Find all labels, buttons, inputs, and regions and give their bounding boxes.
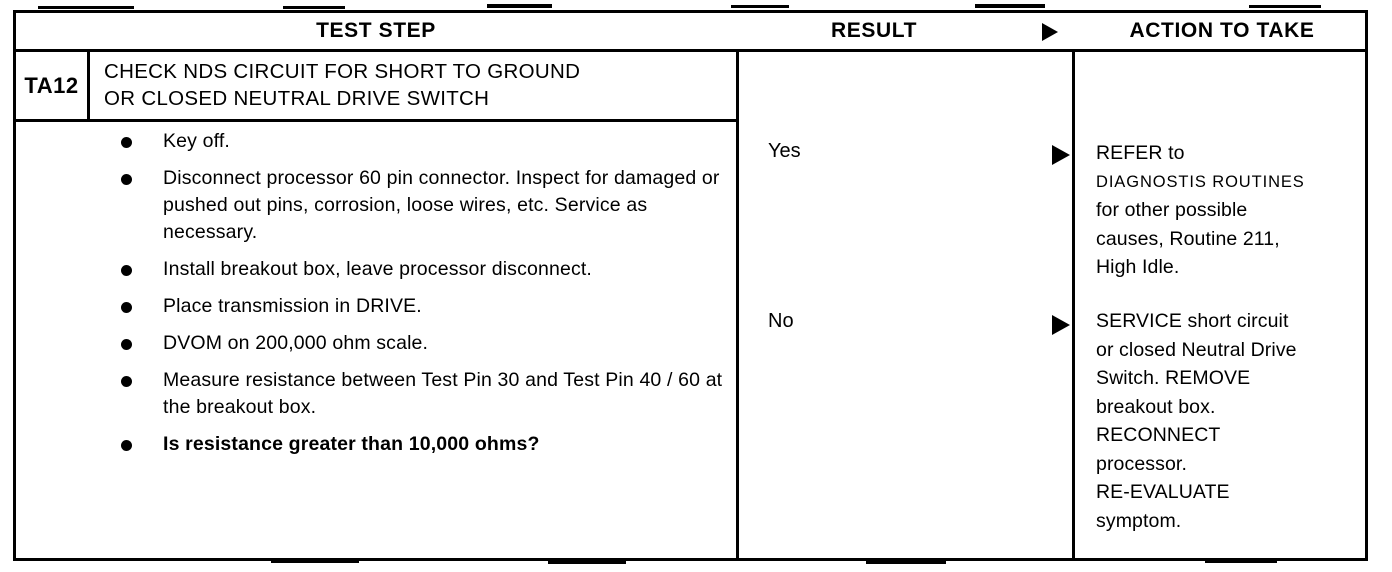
bullet-icon bbox=[121, 440, 132, 451]
list-item-text: Place transmission in DRIVE. bbox=[163, 295, 422, 317]
list-item-text: Measure resistance between Test Pin 30 a… bbox=[163, 369, 723, 418]
step-id-badge: TA12 bbox=[16, 52, 90, 119]
list-item-text: DVOM on 200,000 ohm scale. bbox=[163, 332, 429, 354]
bullet-icon bbox=[121, 376, 132, 387]
list-item: Disconnect processor 60 pin connector. I… bbox=[16, 165, 736, 246]
action-line: processor. bbox=[1096, 452, 1187, 475]
action-line: causes, Routine 211, bbox=[1096, 227, 1280, 250]
bullet-icon bbox=[121, 265, 132, 276]
list-item: Measure resistance between Test Pin 30 a… bbox=[16, 367, 736, 421]
action-line: High Idle. bbox=[1096, 256, 1180, 278]
action-row-yes: REFER to DIAGNOSTIS ROUTINES for other p… bbox=[1096, 139, 1374, 282]
column-header-action-to-take: ACTION TO TAKE bbox=[1129, 19, 1315, 42]
list-item-question: Is resistance greater than 10,000 ohms? bbox=[16, 431, 736, 458]
scan-artifact bbox=[271, 559, 359, 563]
list-item: DVOM on 200,000 ohm scale. bbox=[16, 330, 736, 357]
bullet-icon bbox=[121, 339, 132, 350]
action-line: RE-EVALUATE bbox=[1096, 481, 1230, 503]
action-line: SERVICE short circuit bbox=[1096, 310, 1289, 332]
test-step-title: CHECK NDS CIRCUIT FOR SHORT TO GROUND OR… bbox=[104, 58, 724, 112]
test-step-title-line-1: CHECK NDS CIRCUIT FOR SHORT TO GROUND bbox=[104, 60, 581, 83]
action-row-no: SERVICE short circuit or closed Neutral … bbox=[1096, 307, 1374, 535]
action-line: RECONNECT bbox=[1096, 424, 1221, 446]
scan-artifact bbox=[731, 5, 789, 8]
column-header-result: RESULT bbox=[830, 19, 918, 42]
scan-artifact bbox=[975, 4, 1045, 8]
scan-artifact bbox=[866, 560, 946, 564]
list-item: Install breakout box, leave processor di… bbox=[16, 256, 736, 283]
bullet-icon bbox=[121, 137, 132, 148]
column-header-test-step: TEST STEP bbox=[316, 19, 436, 42]
scan-artifact bbox=[1205, 560, 1277, 563]
list-item: Place transmission in DRIVE. bbox=[16, 293, 736, 320]
list-item-text: Disconnect processor 60 pin connector. I… bbox=[163, 167, 720, 243]
column-divider-action bbox=[1072, 52, 1075, 558]
list-item-text: Is resistance greater than 10,000 ohms? bbox=[163, 433, 540, 455]
right-triangle-icon bbox=[1052, 315, 1070, 335]
action-line-reference: DIAGNOSTIS ROUTINES bbox=[1096, 172, 1305, 191]
test-step-title-line-2: OR CLOSED NEUTRAL DRIVE SWITCH bbox=[104, 87, 490, 110]
right-triangle-icon bbox=[1042, 23, 1058, 41]
scan-artifact bbox=[1249, 5, 1321, 8]
list-item-text: Key off. bbox=[163, 130, 230, 152]
right-triangle-icon bbox=[1052, 145, 1070, 165]
diagnostic-table: TEST STEP RESULT ACTION TO TAKE TA12 CHE… bbox=[13, 10, 1368, 561]
scan-artifact bbox=[283, 6, 345, 9]
test-step-title-row: TA12 CHECK NDS CIRCUIT FOR SHORT TO GROU… bbox=[16, 52, 736, 122]
column-divider-result bbox=[736, 52, 739, 558]
list-item-text: Install breakout box, leave processor di… bbox=[163, 258, 592, 280]
action-line: or closed Neutral Drive bbox=[1096, 338, 1297, 361]
scan-artifact bbox=[38, 6, 134, 9]
table-header-row: TEST STEP RESULT ACTION TO TAKE bbox=[16, 13, 1365, 52]
list-item: Key off. bbox=[16, 128, 736, 155]
action-line: for other possible bbox=[1096, 199, 1248, 221]
action-line: symptom. bbox=[1096, 509, 1182, 532]
bullet-icon bbox=[121, 302, 132, 313]
scan-artifact bbox=[548, 561, 626, 564]
result-label: No bbox=[768, 310, 794, 332]
action-line: REFER to bbox=[1096, 142, 1185, 164]
result-label: Yes bbox=[768, 140, 801, 162]
scan-artifact bbox=[487, 4, 552, 8]
bullet-icon bbox=[121, 174, 132, 185]
action-line: breakout box. bbox=[1096, 395, 1216, 418]
action-line: Switch. REMOVE bbox=[1096, 367, 1251, 389]
test-step-list: Key off. Disconnect processor 60 pin con… bbox=[16, 128, 736, 468]
